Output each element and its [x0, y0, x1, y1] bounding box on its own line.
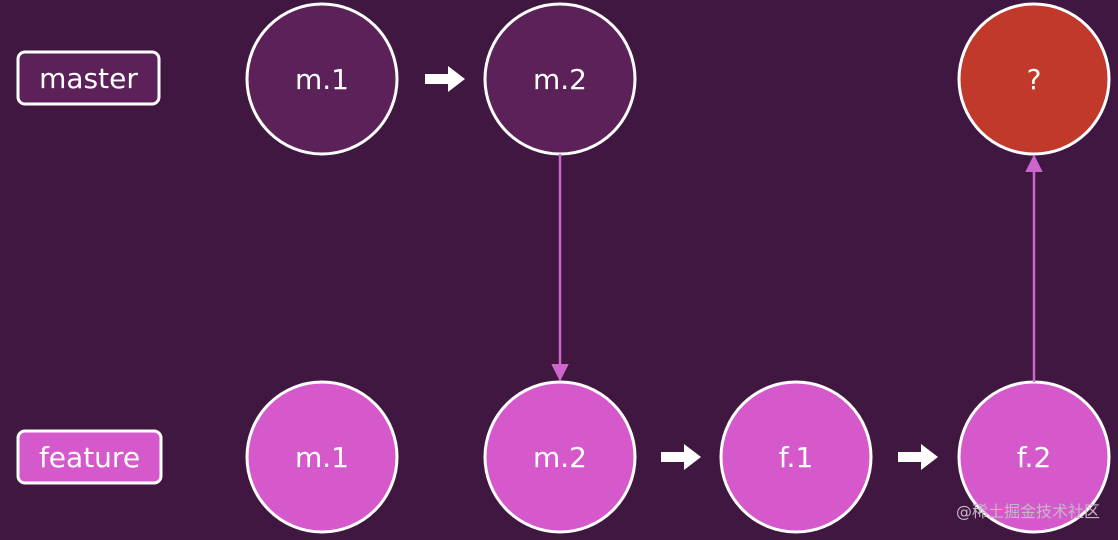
- feature-commit-f1: f.1: [719, 380, 873, 534]
- feature-commit-f1-label: f.1: [779, 441, 814, 474]
- feature-commit-f2-label: f.2: [1017, 441, 1052, 474]
- master-branch-label: master: [16, 50, 161, 106]
- feature-commit-m1: m.1: [245, 380, 399, 534]
- feature-commit-m1-label: m.1: [295, 441, 349, 474]
- master-commit-m1: m.1: [245, 2, 399, 156]
- master-m1-to-m2-arrow: [425, 66, 465, 92]
- watermark-text: @稀土掘金技术社区: [956, 502, 1100, 521]
- merge-commit-unknown: ?: [957, 2, 1111, 156]
- master-commit-m1-label: m.1: [295, 63, 349, 96]
- feature-label-text: feature: [39, 441, 140, 474]
- master-label-text: master: [39, 62, 138, 95]
- feature-branch-label: feature: [16, 429, 163, 485]
- master-commit-m2-label: m.2: [533, 63, 587, 96]
- merge-commit-unknown-label: ?: [1027, 63, 1042, 96]
- master-commit-m2: m.2: [483, 2, 637, 156]
- feature-m2-to-f1-arrow: [661, 444, 701, 470]
- feature-commit-m2: m.2: [483, 380, 637, 534]
- feature-commit-m2-label: m.2: [533, 441, 587, 474]
- feature-f1-to-f2-arrow: [898, 444, 938, 470]
